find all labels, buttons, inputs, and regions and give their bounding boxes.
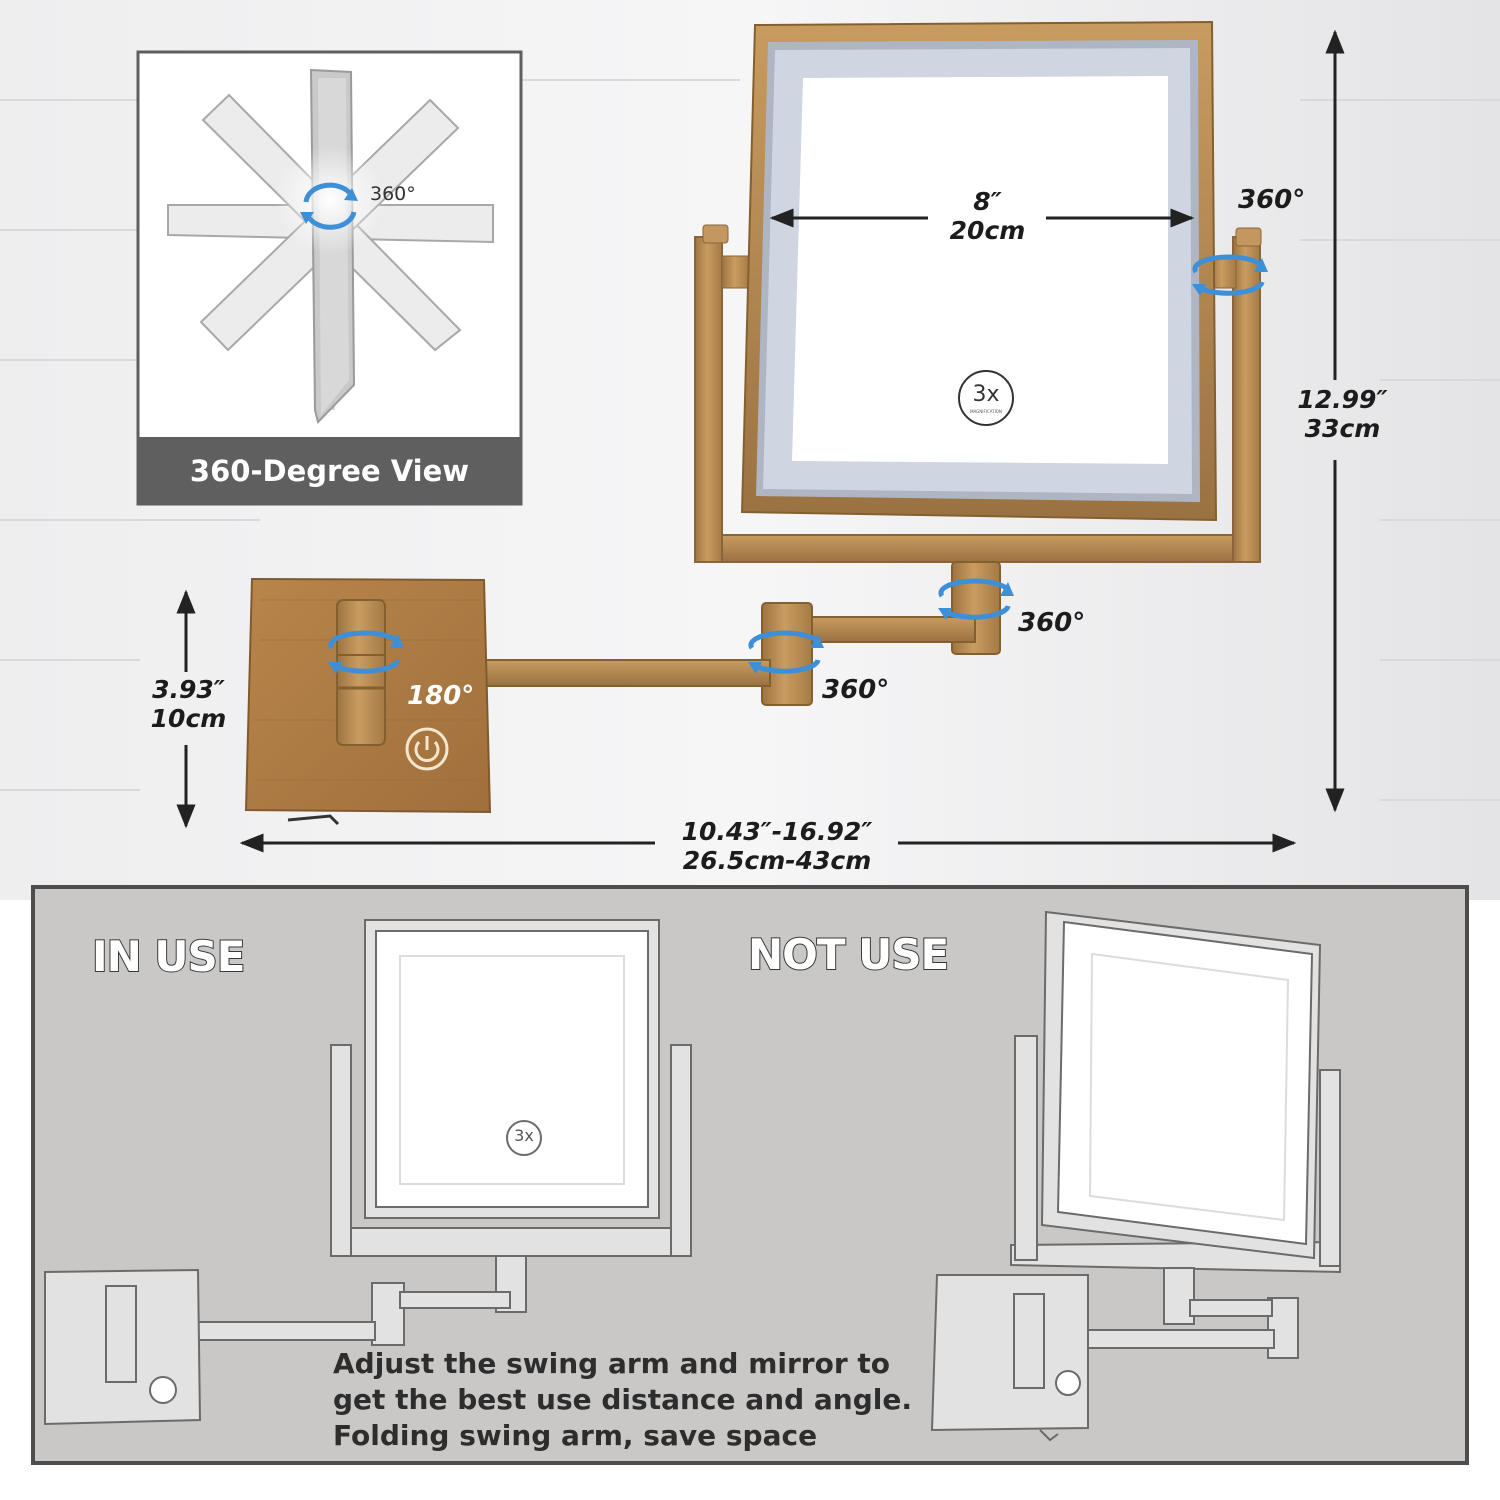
wall-tile-lines bbox=[0, 79, 1500, 801]
in-use-sketch bbox=[44, 919, 692, 1426]
power-touch-icon bbox=[405, 727, 449, 771]
mirror-width-metric: 20cm bbox=[949, 215, 1026, 245]
mirror-width-imperial: 8″ bbox=[973, 187, 1002, 216]
total-height-imperial: 12.99″ bbox=[1297, 385, 1388, 414]
extension-dimension: 10.43″-16.92″ 26.5cm-43cm bbox=[658, 817, 896, 876]
rotation-arrow-icon bbox=[328, 254, 1265, 674]
base-joint-rotation-label: 180° bbox=[407, 681, 475, 711]
sketch-magnification-badge-label: 3x bbox=[514, 1126, 534, 1145]
view-panel-caption: 360-Degree View bbox=[138, 437, 521, 504]
magnification-badge bbox=[958, 370, 1014, 426]
in-use-title: IN USE bbox=[91, 931, 246, 982]
extension-metric: 26.5cm-43cm bbox=[682, 845, 872, 875]
total-height-dimension: 12.99″ 33cm bbox=[1285, 385, 1400, 444]
rotation-arrow-icon bbox=[303, 182, 357, 230]
extension-imperial: 10.43″-16.92″ bbox=[681, 817, 873, 846]
mirror-u-frame-left bbox=[694, 236, 723, 563]
rotation-arrow-heads bbox=[328, 258, 1268, 674]
total-height-metric: 33cm bbox=[1304, 413, 1381, 443]
mirror-u-frame-base bbox=[694, 534, 1261, 563]
mirror-joint-rotation-label: 360° bbox=[1018, 608, 1086, 638]
upper-swing-arm bbox=[804, 616, 976, 643]
mirror-glass bbox=[792, 76, 1168, 464]
usage-description-line: Adjust the swing arm and mirror to bbox=[333, 1347, 891, 1380]
frame-pivot-rotation-label: 360° bbox=[1238, 185, 1306, 215]
mirror-assembly bbox=[244, 20, 1262, 826]
view-rotation-label: 360° bbox=[370, 183, 416, 205]
elbow-joint bbox=[761, 602, 813, 706]
not-use-sketch bbox=[930, 910, 1341, 1442]
base-height-imperial: 3.93″ bbox=[152, 675, 225, 704]
dimension-lines bbox=[176, 29, 1345, 853]
usage-description-line: Folding swing arm, save space bbox=[333, 1419, 818, 1452]
power-cord bbox=[287, 814, 340, 826]
mirror-width-dimension: 8″ 20cm bbox=[930, 187, 1045, 246]
magnification-badge-subtext: MAGNIFICATION bbox=[970, 409, 1002, 414]
usage-description-line: get the best use distance and angle. bbox=[333, 1383, 912, 1416]
not-use-title: NOT USE bbox=[747, 929, 950, 980]
rotation-view-panel bbox=[136, 50, 523, 506]
base-height-metric: 10cm bbox=[150, 703, 227, 733]
usage-description: Adjust the swing arm and mirror to get t… bbox=[333, 1346, 953, 1454]
elbow-joint-rotation-label: 360° bbox=[822, 675, 890, 705]
magnification-badge-label: 3x bbox=[972, 382, 1000, 407]
base-height-dimension: 3.93″ 10cm bbox=[136, 675, 241, 734]
